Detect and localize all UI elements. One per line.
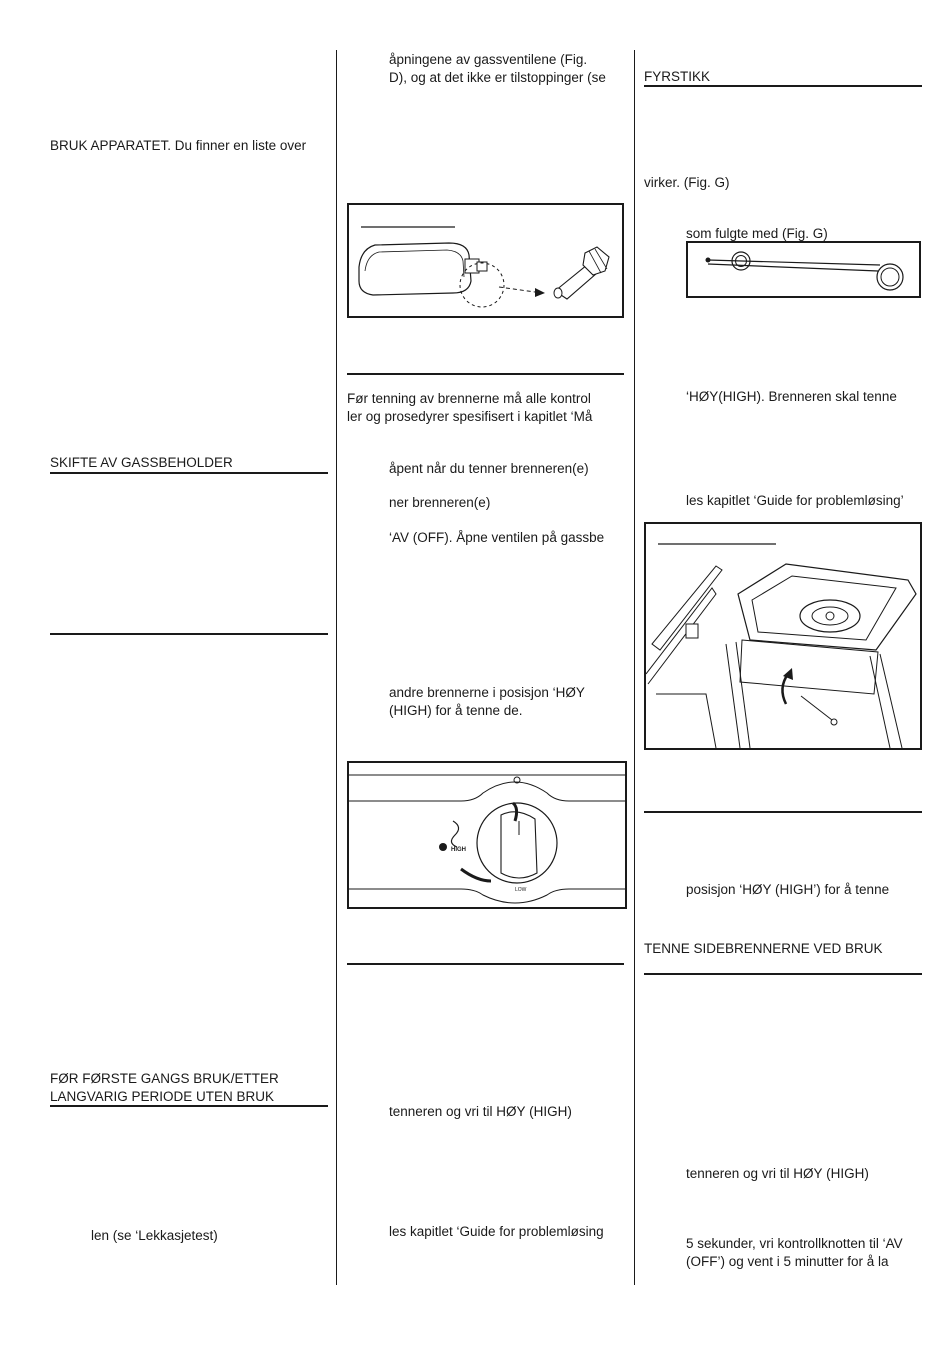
body-text-line: BRUK APPARATET. Du finner en liste over: [50, 138, 307, 153]
body-text-line: (HIGH) for å tenne de.: [389, 703, 523, 718]
body-text-line: tenneren og vri til HØY (HIGH): [686, 1166, 869, 1181]
body-text-line: 5 sekunder, vri kontrollknotten til ‘AV: [686, 1236, 903, 1251]
column-divider-right: [634, 50, 635, 1285]
section-heading-forste-gangs-bruk-line2: LANGVARIG PERIODE UTEN BRUK: [50, 1089, 275, 1104]
figure-gas-valve: [347, 203, 624, 318]
section-heading-tenne-sidebrennerne: TENNE SIDEBRENNERNE VED BRUK: [644, 941, 883, 956]
body-text-line: virker. (Fig. G): [644, 175, 730, 190]
figure-match-holder: [686, 241, 921, 298]
figure-burner-lighting: [644, 522, 922, 750]
section-rule: [347, 963, 624, 965]
knob-label-high: HIGH: [451, 847, 466, 853]
gas-valve-illustration: [358, 226, 610, 308]
section-heading-forste-gangs-bruk: FØR FØRSTE GANGS BRUK/ETTER: [50, 1071, 279, 1086]
body-text-line: åpningene av gassventilene (Fig.: [389, 52, 588, 67]
body-text-line: andre brennerne i posisjon ‘HØY: [389, 685, 585, 700]
heading-rule: [50, 472, 328, 474]
body-text-line: åpent når du tenner brenneren(e): [389, 461, 589, 476]
body-text-line: tenneren og vri til HØY (HIGH): [389, 1104, 572, 1119]
body-text-line: ler og prosedyrer spesifisert i kapitlet…: [347, 409, 593, 424]
column-divider-left: [336, 50, 337, 1285]
body-text-line: les kapitlet ‘Guide for problemløsing’: [686, 493, 904, 508]
body-text-line: som fulgte med (Fig. G): [686, 226, 828, 241]
body-text-line: ‘HØY(HIGH). Brenneren skal tenne: [686, 389, 897, 404]
body-text-line: len (se ‘Lekkasjetest): [91, 1228, 218, 1243]
section-heading-skifte-gassbeholder: SKIFTE AV GASSBEHOLDER: [50, 455, 233, 470]
knob-label-low: LOW: [515, 887, 527, 893]
heading-rule: [50, 1105, 328, 1107]
heading-rule: [644, 973, 922, 975]
figure-control-knob: HIGH LOW: [347, 761, 627, 909]
body-text-line: Før tenning av brennerne må alle kontrol: [347, 391, 591, 406]
control-knob-illustration: HIGH LOW: [349, 774, 625, 904]
burner-lighting-illustration: [646, 543, 917, 748]
section-rule: [347, 373, 624, 375]
body-text-line: ‘AV (OFF). Åpne ventilen på gassbe: [389, 530, 605, 545]
heading-rule: [644, 85, 922, 87]
match-holder-illustration: [705, 251, 904, 291]
body-text-line: D), og at det ikke er tilstoppinger (se: [389, 70, 606, 85]
body-text-line: les kapitlet ‘Guide for problemløsing: [389, 1224, 604, 1239]
body-text-line: posisjon ‘HØY (HIGH’) for å tenne: [686, 882, 890, 897]
body-text-line: (OFF’) og vent i 5 minutter for å la: [686, 1254, 889, 1269]
section-rule: [644, 811, 922, 813]
section-heading-fyrstikk: FYRSTIKK: [644, 69, 711, 84]
body-text-line: ner brenneren(e): [389, 495, 491, 510]
section-rule: [50, 633, 328, 635]
